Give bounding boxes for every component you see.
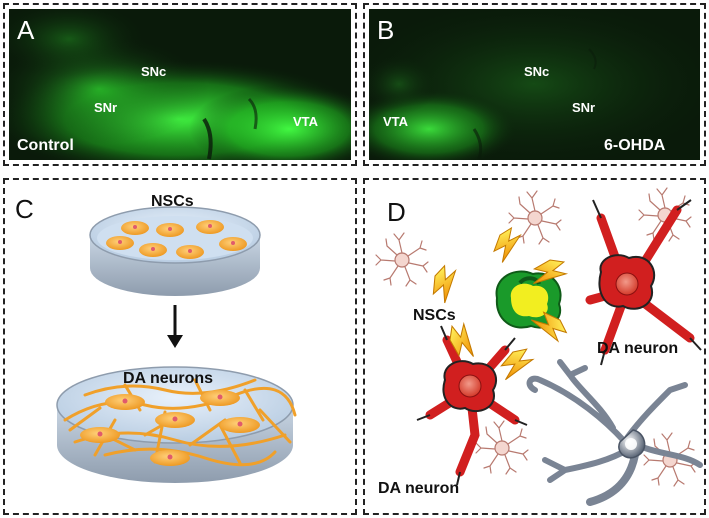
micrograph-control: A SNc SNr VTA Control bbox=[9, 9, 351, 160]
astrocyte-icons bbox=[375, 187, 697, 487]
label-vta: VTA bbox=[383, 114, 409, 129]
label-nscs: NSCs bbox=[413, 307, 456, 324]
da-neuron-left-icon bbox=[416, 325, 528, 486]
label-snc: SNc bbox=[524, 64, 550, 79]
fluorescence-control bbox=[9, 9, 351, 160]
panel-b: B SNc SNr VTA 6-OHDA bbox=[363, 3, 706, 166]
dish-nscs bbox=[89, 206, 261, 296]
label-da-neuron-left: DA neuron bbox=[378, 480, 460, 497]
label-snc: SNc bbox=[141, 64, 167, 79]
niche-diagram bbox=[375, 187, 703, 506]
label-snr: SNr bbox=[572, 100, 596, 115]
condition-label: Control bbox=[17, 137, 74, 154]
da-neuron-right-icon bbox=[585, 199, 702, 366]
micrograph-lesion: B SNc SNr VTA 6-OHDA bbox=[369, 9, 700, 160]
panel-d: D bbox=[363, 178, 706, 515]
panel-letter-a: A bbox=[17, 15, 35, 45]
culture-diagram bbox=[56, 206, 297, 483]
label-da-neurons: DA neurons bbox=[123, 370, 214, 387]
label-da-neuron-right: DA neuron bbox=[597, 340, 679, 357]
panel-letter-b: B bbox=[377, 15, 395, 45]
condition-label: 6-OHDA bbox=[604, 137, 666, 154]
fluorescence-lesion bbox=[369, 9, 700, 160]
panel-letter-c: C bbox=[15, 194, 34, 224]
panel-c: C bbox=[3, 178, 357, 515]
nsc-cells bbox=[106, 220, 247, 259]
arrow-down-icon bbox=[167, 305, 183, 348]
da-neuron-cells bbox=[80, 390, 260, 466]
panel-letter-d: D bbox=[387, 197, 406, 227]
label-snr: SNr bbox=[94, 100, 118, 115]
dish-da-neurons bbox=[56, 366, 297, 483]
label-vta: VTA bbox=[293, 114, 319, 129]
grey-neuron-icon bbox=[526, 359, 703, 506]
panel-a: A SNc SNr VTA Control bbox=[3, 3, 357, 166]
label-nscs: NSCs bbox=[151, 193, 194, 210]
